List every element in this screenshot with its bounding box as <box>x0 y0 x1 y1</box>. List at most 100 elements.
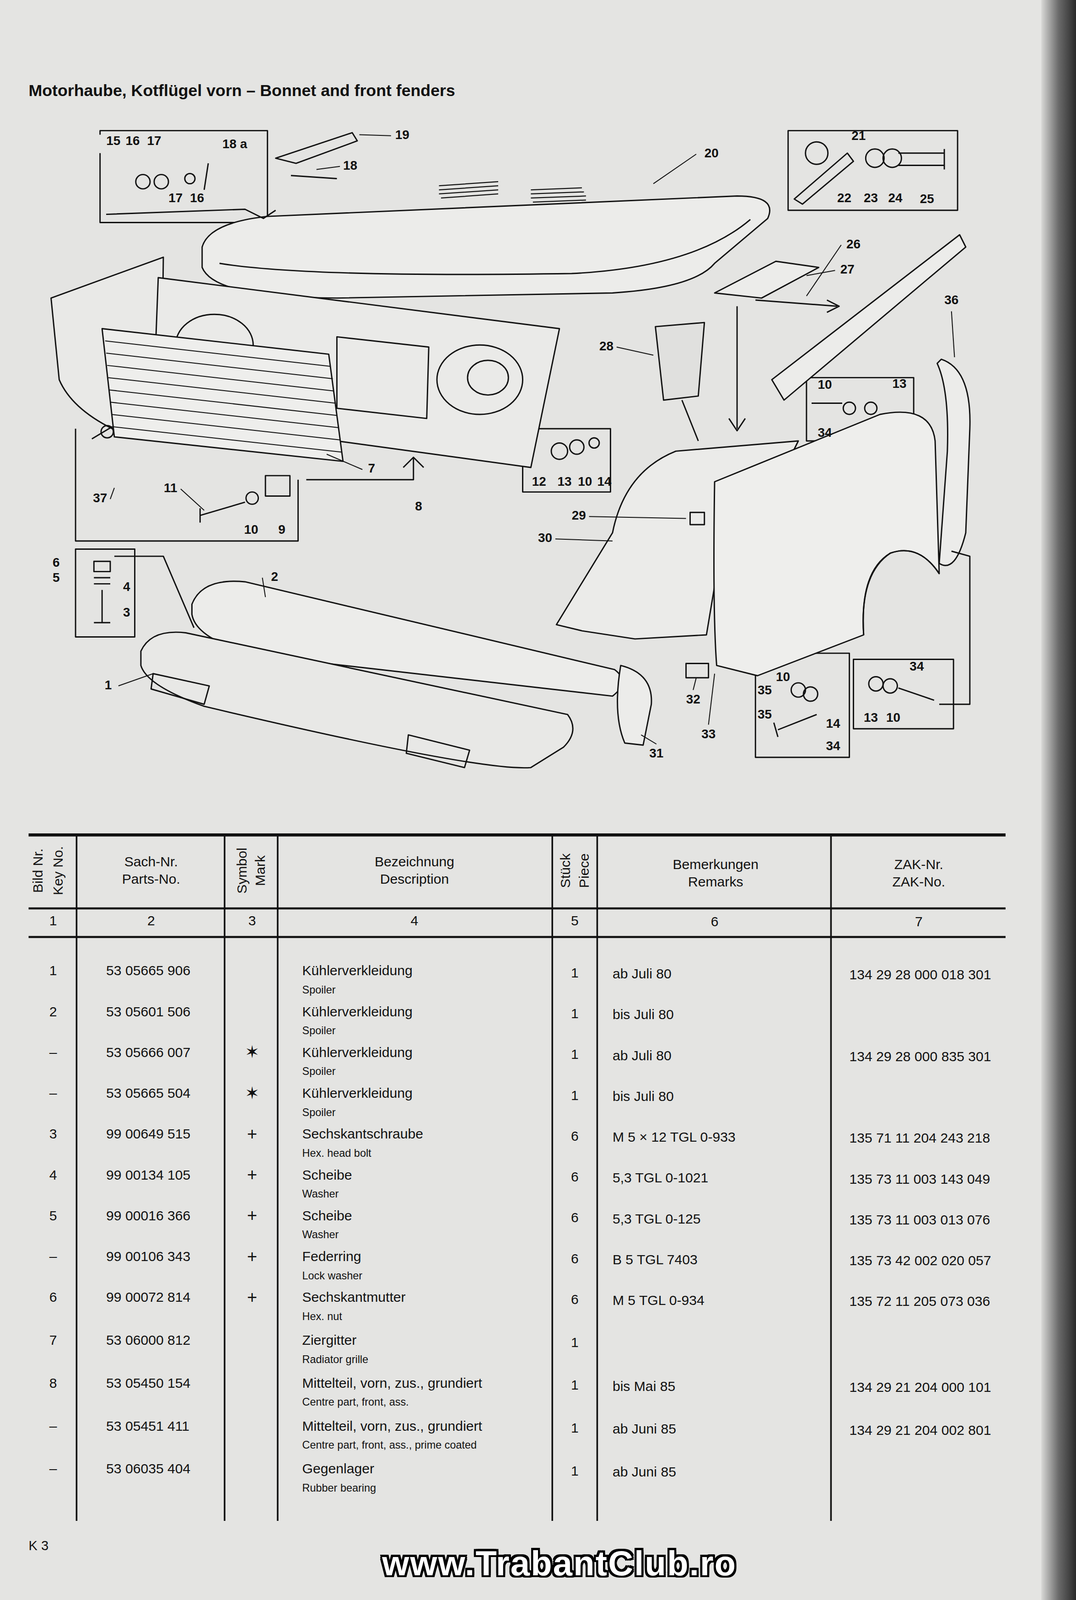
column-header: 6 <box>710 915 719 931</box>
column-header: Bemerkungen <box>672 858 759 874</box>
callout-number: 29 <box>571 509 587 524</box>
table-cell: Spoiler <box>302 1106 336 1119</box>
column-header: Bezeichnung <box>374 855 455 871</box>
callout-number: 16 <box>189 192 205 207</box>
table-cell: ✶ <box>244 1084 260 1104</box>
table-cell: ab Juli 80 <box>612 967 672 983</box>
watermark: www.TrabantClub.ro <box>381 1544 737 1583</box>
callout-number: 14 <box>597 475 612 490</box>
table-cell: Rubber bearing <box>302 1482 377 1495</box>
table-cell: Sechskantschraube <box>302 1127 424 1143</box>
callout-number: 2 <box>271 570 279 586</box>
callout-number: 23 <box>863 192 878 207</box>
table-cell: Centre part, front, ass., prime coated <box>302 1439 478 1452</box>
callout-number: 19 <box>395 128 410 143</box>
table-cell: Kühlerverkleidung <box>302 1086 413 1103</box>
callout-number: 18 <box>343 159 358 174</box>
table-cell: 135 73 42 002 020 057 <box>849 1254 992 1270</box>
table-cell: 6 <box>49 1291 58 1307</box>
callout-number: 37 <box>92 492 108 507</box>
callout-number: 3 <box>123 606 131 621</box>
callout-number: 1 <box>104 678 113 694</box>
table-cell: 99 00134 105 <box>106 1168 191 1184</box>
table-cell: 1 <box>570 1421 579 1437</box>
callout-number: 14 <box>825 717 840 732</box>
callout-number: 30 <box>538 532 553 547</box>
column-header: Parts-No. <box>122 872 181 888</box>
table-cell: – <box>49 1086 58 1103</box>
column-header: ZAK-No. <box>892 875 946 891</box>
table-cell: 134 29 28 000 018 301 <box>849 968 992 984</box>
table-cell: Federring <box>302 1250 362 1266</box>
table-cell: 8 <box>49 1376 58 1392</box>
table-cell: 53 05666 007 <box>106 1045 191 1061</box>
callout-number: 24 <box>888 192 903 207</box>
table-cell: Centre part, front, ass. <box>302 1396 409 1409</box>
table-cell: 3 <box>49 1127 58 1143</box>
table-cell: bis Juli 80 <box>612 1089 674 1105</box>
table-cell: 6 <box>570 1292 579 1308</box>
callout-number: 31 <box>649 747 664 762</box>
callout-number: 13 <box>892 377 907 393</box>
table-cell: Lock washer <box>302 1269 363 1282</box>
table-cell: 134 29 21 204 000 101 <box>849 1380 992 1396</box>
table-cell: 2 <box>49 1005 58 1021</box>
callout-number: 35 <box>757 708 772 723</box>
table-cell: 7 <box>49 1334 58 1350</box>
table-cell: Kühlerverkleidung <box>302 1005 413 1021</box>
callout-number: 18 a <box>222 138 248 153</box>
callout-number: 34 <box>817 426 833 442</box>
table-cell: Spoiler <box>302 1065 336 1078</box>
table-cell: Sechskantmutter <box>302 1291 406 1307</box>
callout-number: 34 <box>825 740 840 755</box>
table-cell: Radiator grille <box>302 1353 369 1366</box>
table-cell: 53 05450 154 <box>106 1376 191 1392</box>
table-cell: Kühlerverkleidung <box>302 964 413 980</box>
table-cell: 53 05665 504 <box>106 1086 191 1103</box>
table-cell: Ziergitter <box>302 1334 357 1350</box>
callout-number: 8 <box>414 500 423 515</box>
table-cell: Washer <box>302 1188 339 1201</box>
table-cell: + <box>247 1166 258 1186</box>
callout-number: 10 <box>577 475 592 490</box>
table-cell: 53 05601 506 <box>106 1005 191 1021</box>
table-cell: Gegenlager <box>302 1462 375 1478</box>
table-cell: 6 <box>570 1211 579 1227</box>
callout-number: 36 <box>944 294 959 309</box>
column-header: Key No. <box>51 846 67 896</box>
callout-number: 10 <box>775 670 791 685</box>
callout-number: 34 <box>909 660 924 675</box>
callout-number: 20 <box>704 147 719 162</box>
callout-number: 26 <box>846 237 861 253</box>
column-header: 2 <box>147 914 156 930</box>
callout-number: 22 <box>837 192 852 207</box>
column-header: 7 <box>914 915 923 931</box>
callout-number: 32 <box>686 693 701 708</box>
callout-number: 11 <box>163 482 178 497</box>
table-cell: Washer <box>302 1229 339 1242</box>
table-cell: 1 <box>49 964 58 980</box>
table-cell: 99 00106 343 <box>106 1250 191 1266</box>
table-cell: 1 <box>570 966 579 982</box>
table-cell: Scheibe <box>302 1209 353 1225</box>
table-cell: ab Juni 85 <box>612 1422 677 1438</box>
table-cell: 53 06000 812 <box>106 1334 191 1350</box>
table-cell: 53 05665 906 <box>106 964 191 980</box>
table-cell: Spoiler <box>302 984 336 997</box>
callout-number: 5 <box>52 571 60 587</box>
column-header: Remarks <box>688 875 744 891</box>
table-cell: 99 00072 814 <box>106 1291 191 1307</box>
table-cell: – <box>49 1045 58 1061</box>
column-header: Symbol <box>235 847 251 894</box>
column-header: Sach-Nr. <box>124 855 178 871</box>
table-cell: M 5 TGL 0-934 <box>612 1294 705 1310</box>
table-cell: 135 72 11 205 073 036 <box>849 1295 991 1311</box>
table-cell: 1 <box>570 1088 579 1104</box>
column-header: ZAK-Nr. <box>894 858 944 874</box>
column-header: 4 <box>410 914 419 930</box>
callout-number: 9 <box>278 523 286 538</box>
callout-number: 27 <box>840 263 855 278</box>
table-cell: 5,3 TGL 0-125 <box>612 1212 701 1228</box>
table-cell: 134 29 21 204 002 801 <box>849 1423 992 1439</box>
column-header: Bild Nr. <box>31 848 47 894</box>
